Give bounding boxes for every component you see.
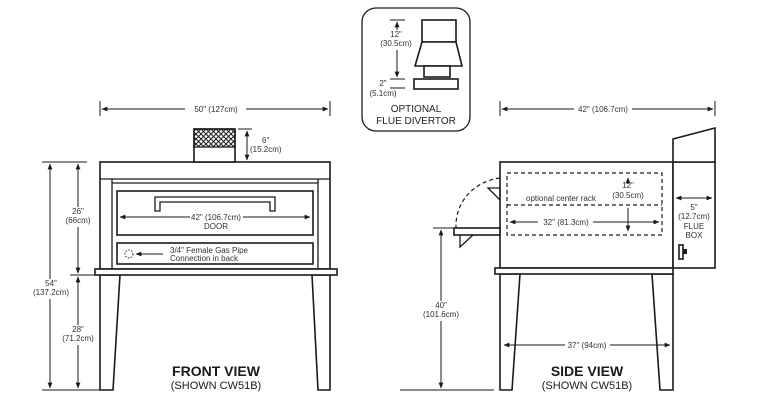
front-shelf [94,268,338,276]
gas-connection-icon [124,249,134,259]
divertor-base-dim: 2" [379,79,386,88]
gas-pipe-label: 3/4" Female Gas Pipe [170,246,249,255]
door-label: DOOR [204,222,228,231]
grille-line [202,128,222,148]
front-view-subtitle: (SHOWN CW51B) [171,380,261,392]
door-handle [154,196,276,212]
flue-divertor-inset: 12" (30.5cm) 2" (5.1cm) OPTIONAL FLUE DI… [361,7,471,132]
flue-box-label-2: BOX [686,231,704,240]
leg-span-dim: 37" (94cm) [568,341,607,350]
flue-box-top [672,126,716,163]
grille-line [212,128,232,148]
oven-door [116,190,314,236]
flue-grille [193,128,236,148]
grille-line [193,128,207,142]
leg-height-dim-cm: (71.2cm) [62,334,94,343]
grille-line [217,129,236,148]
gas-pipe-label-2: Connection in back [170,254,239,263]
grille-line [230,128,236,134]
shelf-height-dim: 40" [435,301,447,310]
side-right-leg [651,273,674,391]
side-depth-dim: 42" (106.7cm) [578,105,628,114]
flue-box-dim: 5" [690,203,697,212]
shelf-height-dim-cm: (101.6cm) [423,310,459,319]
flue-box-dim-cm: (12.7cm) [678,212,710,221]
door-width-dim: 42" (106.7cm) [191,213,241,222]
grille-line [193,131,210,148]
front-view: 3/4" Female Gas Pipe Connection in back … [30,101,338,392]
front-width-dim: 50" (127cm) [194,105,238,114]
divertor-base-dim-cm: (5.1cm) [369,89,396,98]
side-view: optional center rack 12" (30.5cm) 32" (8… [400,101,716,392]
grille-line [227,139,236,148]
grille-line [207,128,227,148]
side-left-leg [499,273,521,391]
grille-line [197,128,217,148]
rack-width-dim: 32" (81.3cm) [543,218,589,227]
flue-height-dim: 6" [262,136,269,145]
side-shelf [494,267,674,275]
grille-line [193,128,202,137]
grille-line [193,128,212,147]
divertor-label-2: FLUE DIVERTOR [376,116,456,127]
center-rack-outline [506,172,663,236]
leg-height-dim: 28" [72,325,84,334]
rack-label: optional center rack [526,194,597,203]
front-left-leg [99,274,121,391]
flue-height-dim-cm: (15.2cm) [250,145,282,154]
oven-height-dim: 26" [72,207,84,216]
oven-height-dim-cm: (66cm) [66,216,91,225]
front-right-leg [311,274,331,391]
divertor-label: OPTIONAL [391,104,442,115]
front-view-title: FRONT VIEW [172,363,261,379]
rack-height-dim: 12" [622,181,634,190]
side-view-title: SIDE VIEW [551,363,624,379]
side-view-subtitle: (SHOWN CW51B) [542,380,632,392]
total-height-dim-cm: (137.2cm) [33,288,69,297]
grille-line [222,134,236,148]
gas-panel [116,242,314,265]
total-height-dim: 54" [45,279,57,288]
door-landing-shelf [453,227,501,236]
divertor-height-dim-cm: (30.5cm) [380,39,412,48]
flue-box-label: FLUE [684,222,704,231]
divertor-height-dim: 12" [390,30,402,39]
side-oven-body [499,161,674,269]
rack-height-dim-cm: (30.5cm) [612,191,644,200]
